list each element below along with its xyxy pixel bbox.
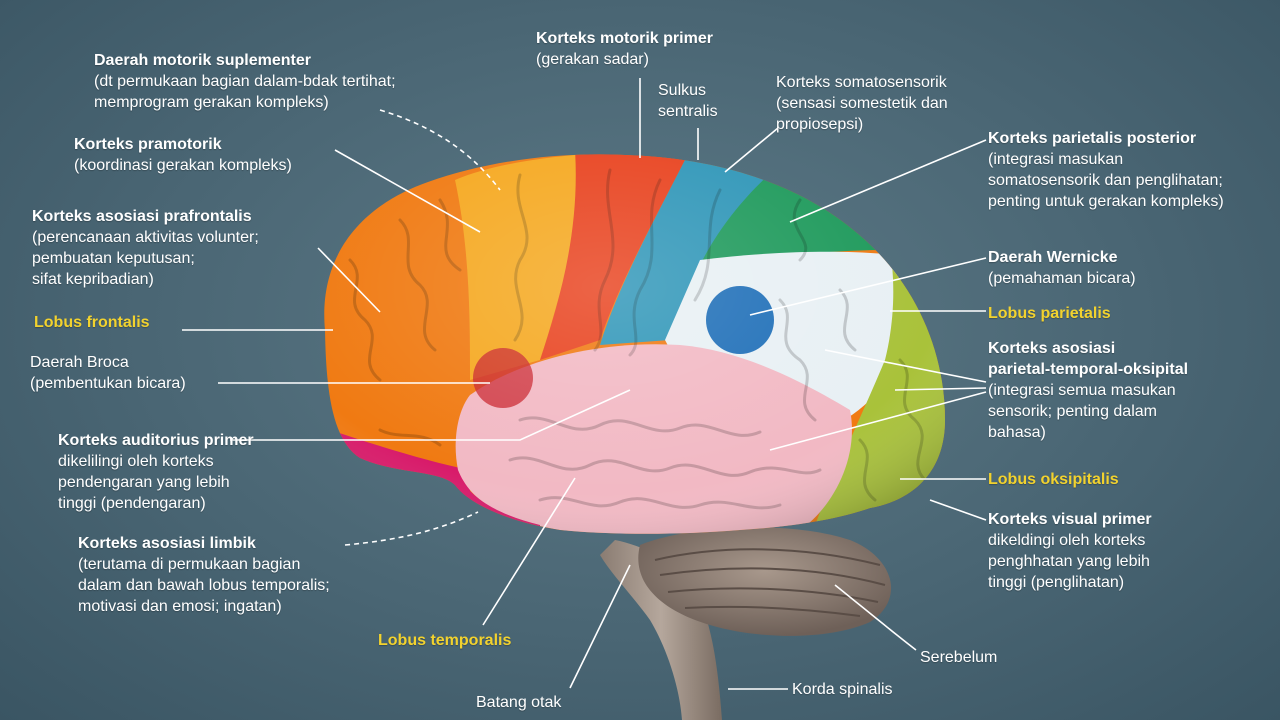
label-desc: (pembentukan bicara) (30, 375, 186, 392)
label-desc: (integrasi masukan (988, 151, 1124, 168)
label-desc: dalam dan bawah lobus temporalis; (78, 577, 330, 594)
label-limbic: Korteks asosiasi limbik (terutama di per… (78, 533, 330, 617)
label-title: Korteks auditorius primer (58, 432, 254, 449)
label-title: Daerah Wernicke (988, 249, 1118, 266)
label-desc: tinggi (penglihatan) (988, 574, 1125, 591)
label-desc: sifat kepribadian) (32, 271, 154, 288)
label-occipital-lobe: Lobus oksipitalis (988, 471, 1119, 488)
label-title: Korteks motorik primer (536, 30, 713, 47)
label-desc: (perencanaan aktivitas volunter; (32, 229, 259, 246)
label-broca: Daerah Broca (pembentukan bicara) (30, 352, 186, 394)
cerebrum-shape (324, 154, 945, 534)
label-desc: sensorik; penting dalam (988, 403, 1157, 420)
label-premotor: Korteks pramotorik (koordinasi gerakan k… (74, 134, 292, 176)
label-wernicke: Daerah Wernicke (pemahaman bicara) (988, 247, 1136, 289)
label-spinal-cord: Korda spinalis (792, 681, 893, 698)
label-title: Korteks somatosensorik (776, 74, 947, 91)
label-desc: propiosepsi) (776, 116, 864, 133)
label-motor-primary: Korteks motorik primer (gerakan sadar) (536, 28, 713, 70)
brainstem-shape (600, 540, 722, 720)
label-desc: somatosensorik dan penglihatan; (988, 172, 1223, 189)
label-desc: (terutama di permukaan bagian (78, 556, 301, 573)
cerebellum-shape (638, 527, 892, 636)
label-title: Korteks asosiasi limbik (78, 535, 256, 552)
label-desc: (dt permukaan bagian dalam-bdak tertihat… (94, 73, 396, 90)
label-supplementary-motor: Daerah motorik suplementer (dt permukaan… (94, 50, 396, 113)
label-desc: dikeldingi oleh korteks (988, 532, 1146, 549)
label-desc: (koordinasi gerakan kompleks) (74, 157, 292, 174)
label-cerebellum: Serebelum (920, 649, 998, 666)
label-pto-association: Korteks asosiasi parietal-temporal-oksip… (988, 338, 1188, 443)
leader-lines (182, 78, 987, 690)
label-desc: penting untuk gerakan kompleks) (988, 193, 1224, 210)
label-title: Daerah Broca (30, 354, 129, 371)
label-desc: (sensasi somestetik dan (776, 95, 948, 112)
label-temporal-lobe: Lobus temporalis (378, 632, 512, 649)
label-desc: penghhatan yang lebih (988, 553, 1150, 570)
label-auditory: Korteks auditorius primer dikelilingi ol… (58, 430, 254, 514)
label-posterior-parietal: Korteks parietalis posterior (integrasi … (988, 128, 1224, 212)
label-desc: tinggi (pendengaran) (58, 495, 206, 512)
label-desc: motivasi dan emosi; ingatan) (78, 598, 282, 615)
label-parietal-lobe: Lobus parietalis (988, 305, 1111, 322)
label-line: sentralis (658, 103, 718, 120)
label-title: Korteks parietalis posterior (988, 130, 1197, 147)
label-desc: (pemahaman bicara) (988, 270, 1136, 287)
label-title: Korteks pramotorik (74, 136, 222, 153)
label-line: Sulkus (658, 82, 707, 99)
label-central-sulcus: Sulkus sentralis (658, 80, 718, 122)
label-desc: (gerakan sadar) (536, 51, 649, 68)
label-title: Daerah motorik suplementer (94, 52, 311, 69)
label-title: Korteks asosiasi (988, 340, 1116, 357)
label-somatosensory: Korteks somatosensorik (sensasi somestet… (776, 72, 948, 135)
label-desc: bahasa) (988, 424, 1046, 441)
label-title: Korteks asosiasi prafrontalis (32, 208, 252, 225)
label-visual-primary: Korteks visual primer dikeldingi oleh ko… (988, 509, 1152, 593)
label-title: parietal-temporal-oksipital (988, 361, 1189, 378)
label-desc: memprogram gerakan kompleks) (94, 94, 329, 111)
label-desc: dikelilingi oleh korteks (58, 453, 214, 470)
label-prefrontal: Korteks asosiasi prafrontalis (perencana… (32, 206, 259, 290)
label-desc: (integrasi semua masukan (988, 382, 1176, 399)
label-brainstem: Batang otak (476, 694, 562, 711)
label-title: Korteks visual primer (988, 511, 1152, 528)
label-frontal-lobe: Lobus frontalis (34, 314, 150, 331)
label-desc: pendengaran yang lebih (58, 474, 230, 491)
label-desc: pembuatan keputusan; (32, 250, 195, 267)
